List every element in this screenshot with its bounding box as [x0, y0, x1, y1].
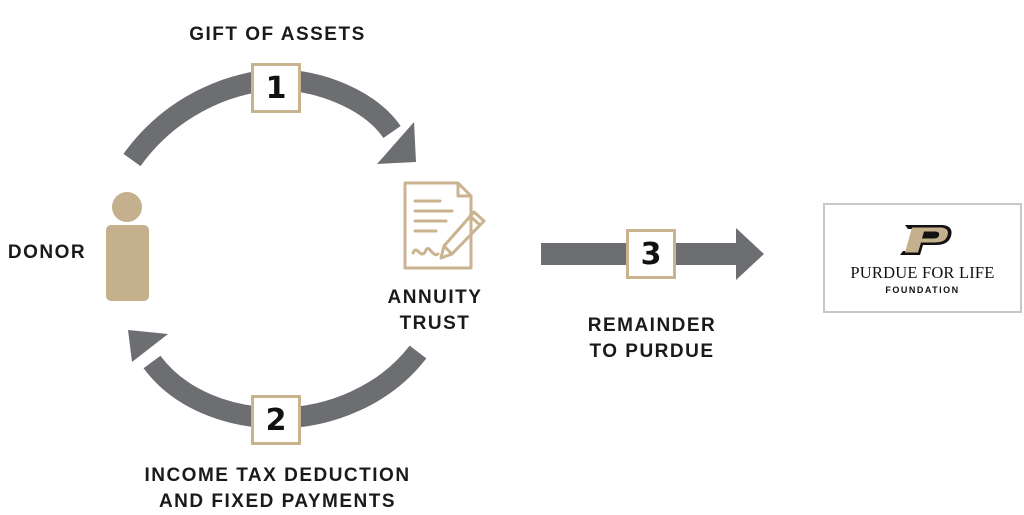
step-2-box: 2 — [251, 395, 301, 445]
step-3-box: 3 — [626, 229, 676, 279]
income-line1: INCOME TAX DEDUCTION — [144, 465, 411, 486]
purdue-p-logo — [900, 225, 952, 255]
contract-icon — [403, 181, 486, 270]
income-line2: AND FIXED PAYMENTS — [158, 491, 397, 512]
remainder-line2: TO PURDUE — [589, 341, 715, 362]
annuity-trust-line1: ANNUITY — [387, 287, 483, 308]
remainder-line1: REMAINDER — [587, 315, 717, 336]
remainder-label: REMAINDER TO PURDUE — [562, 313, 742, 365]
logo-title: PURDUE FOR LIFE — [850, 263, 995, 282]
person-icon — [106, 192, 149, 301]
step-1-box: 1 — [251, 63, 301, 113]
annuity-trust-line2: TRUST — [399, 313, 471, 334]
donor-label: DONOR — [7, 242, 87, 263]
purdue-logo-box: PURDUE FOR LIFE FOUNDATION — [823, 203, 1022, 313]
logo-subtitle: FOUNDATION — [885, 285, 960, 295]
income-label: INCOME TAX DEDUCTION AND FIXED PAYMENTS — [120, 463, 435, 515]
annuity-trust-label: ANNUITY TRUST — [370, 285, 500, 337]
gift-of-assets-label: GIFT OF ASSETS — [189, 24, 366, 45]
